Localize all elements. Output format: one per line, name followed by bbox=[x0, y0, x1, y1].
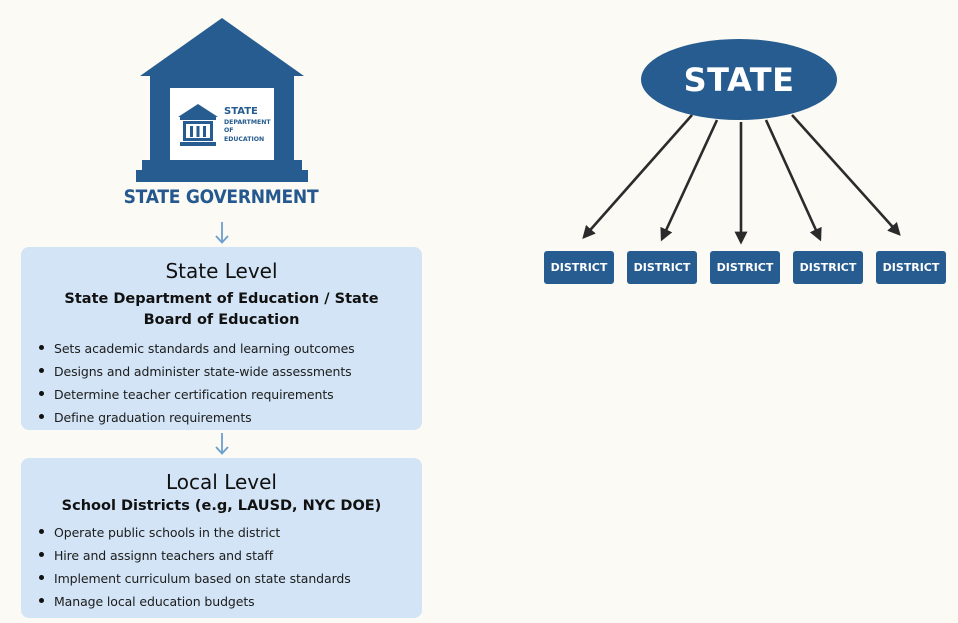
list-item: Determine teacher certification requirem… bbox=[39, 383, 422, 406]
bullet-icon bbox=[39, 529, 44, 534]
list-item: Hire and assignn teachers and staff bbox=[39, 544, 422, 567]
list-item: Implement curriculum based on state stan… bbox=[39, 567, 422, 590]
arrow-to-district-1 bbox=[582, 114, 693, 239]
district-node: DISTRICT bbox=[627, 251, 697, 284]
sign-line-3: OF bbox=[224, 127, 234, 134]
state-government-title: STATE GOVERNMENT bbox=[123, 186, 319, 208]
bullet-text: Operate public schools in the district bbox=[54, 525, 281, 540]
district-node: DISTRICT bbox=[710, 251, 780, 284]
local-level-subtitle: School Districts (e.g, LAUSD, NYC DOE) bbox=[61, 498, 382, 514]
local-level-title: Local Level bbox=[166, 470, 277, 494]
state-level-bullets: Sets academic standards and learning out… bbox=[21, 337, 422, 429]
state-to-district-arrows bbox=[582, 114, 901, 245]
bullet-icon bbox=[39, 391, 44, 396]
list-item: Sets academic standards and learning out… bbox=[39, 337, 422, 360]
bullet-icon bbox=[39, 598, 44, 603]
list-item: Define graduation requirements bbox=[39, 406, 422, 429]
list-item: Operate public schools in the district bbox=[39, 521, 422, 544]
bullet-text: Manage local education budgets bbox=[54, 594, 255, 609]
list-item: Manage local education budgets bbox=[39, 590, 422, 613]
state-level-panel: State Level State Department of Educatio… bbox=[21, 247, 422, 430]
down-arrow-icon bbox=[215, 433, 229, 455]
local-level-panel: Local Level School Districts (e.g, LAUSD… bbox=[21, 458, 422, 618]
district-node: DISTRICT bbox=[544, 251, 614, 284]
arrow-to-district-5 bbox=[791, 114, 901, 236]
district-node: DISTRICT bbox=[793, 251, 863, 284]
bullet-text: Implement curriculum based on state stan… bbox=[54, 571, 351, 586]
list-item: Designs and administer state-wide assess… bbox=[39, 360, 422, 383]
state-level-title: State Level bbox=[165, 259, 278, 283]
sign-line-2: DEPARTMENT bbox=[224, 119, 271, 126]
local-level-bullets: Operate public schools in the district H… bbox=[21, 521, 422, 613]
bullet-icon bbox=[39, 552, 44, 557]
bullet-text: Define graduation requirements bbox=[54, 410, 252, 425]
bullet-text: Designs and administer state-wide assess… bbox=[54, 364, 352, 379]
arrow-to-district-4 bbox=[764, 119, 822, 242]
bullet-icon bbox=[39, 414, 44, 419]
bullet-icon bbox=[39, 368, 44, 373]
bullet-text: Hire and assignn teachers and staff bbox=[54, 548, 274, 563]
district-node: DISTRICT bbox=[876, 251, 946, 284]
state-node: STATE bbox=[641, 39, 837, 120]
bullet-icon bbox=[39, 575, 44, 580]
bullet-icon bbox=[39, 345, 44, 350]
sign-line-4: EDUCATION bbox=[224, 136, 264, 143]
bullet-text: Sets academic standards and learning out… bbox=[54, 341, 355, 356]
state-department-building-icon: STATE DEPARTMENT OF EDUCATION bbox=[136, 18, 308, 182]
arrow-to-district-2 bbox=[660, 119, 719, 242]
state-level-subtitle: State Department of Education / State Bo… bbox=[64, 291, 379, 328]
bullet-text: Determine teacher certification requirem… bbox=[54, 387, 334, 402]
down-arrow-icon bbox=[215, 222, 229, 244]
sign-line-1: STATE bbox=[224, 106, 258, 117]
